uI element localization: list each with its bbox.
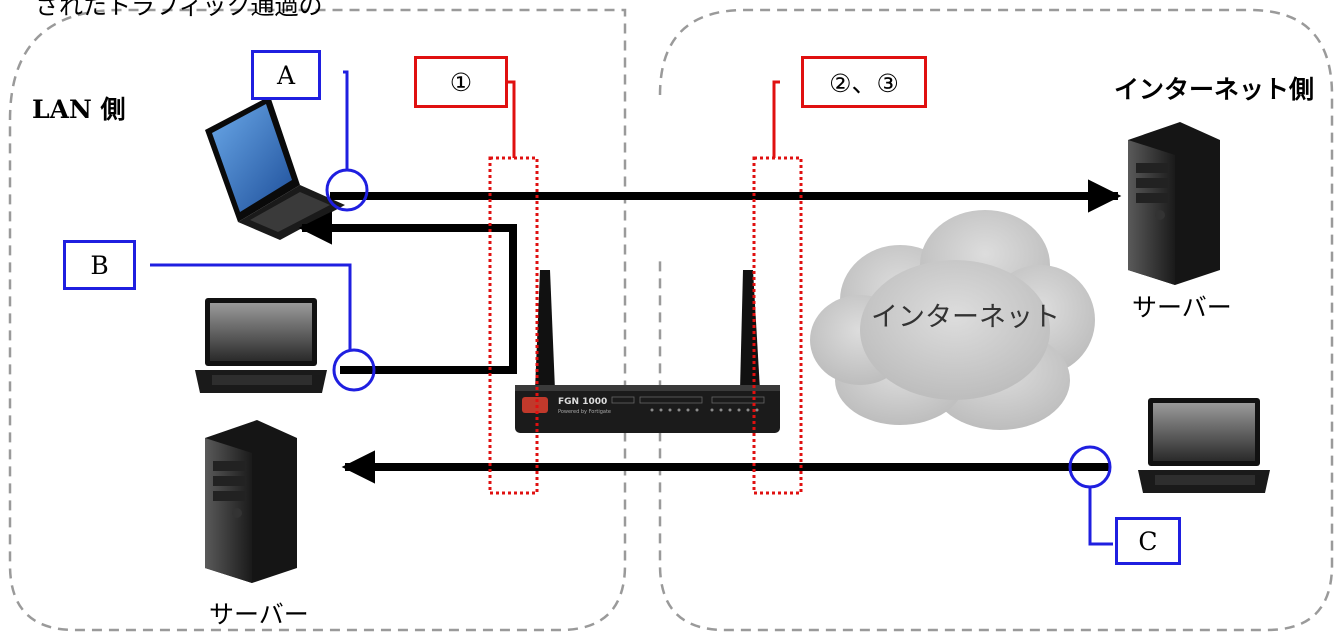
label-c-connector [1088, 487, 1113, 546]
router-subtitle-label: Powered by Fortigate [558, 409, 612, 415]
server-right-label: サーバー [1132, 293, 1232, 322]
policy-1-connector [508, 80, 516, 158]
internet-cloud-label: インターネット [871, 302, 1060, 333]
label-a-box: A [251, 50, 321, 100]
label-c-box: C [1115, 517, 1181, 565]
internet-zone-border [658, 8, 1334, 632]
policy-1-dotted-region [488, 156, 539, 495]
capture-point-a [325, 168, 369, 212]
capture-point-b [332, 348, 376, 392]
traffic-arrow-b-return [298, 211, 517, 374]
internet-zone-title: インターネット側 [1114, 75, 1315, 104]
server-left-label: サーバー [209, 600, 309, 629]
server-right-image [1128, 122, 1220, 285]
router-model-label: FGN 1000 [558, 397, 608, 407]
server-left-image [205, 420, 297, 583]
policy-1-label: ① [414, 56, 508, 108]
label-b-box: B [63, 240, 136, 290]
laptop-b-image [195, 298, 327, 393]
top-caption: されたトラフィック通過の [35, 0, 323, 20]
lan-zone-border [8, 8, 627, 632]
router-device [515, 385, 780, 433]
laptop-a-image [205, 96, 345, 240]
router-antenna-left [535, 270, 555, 390]
lan-zone-title: LAN 側 [32, 95, 126, 124]
label-b-connector [150, 263, 352, 350]
policy-2-3-label: ②、③ [801, 56, 927, 108]
internet-cloud [810, 210, 1095, 430]
laptop-c-image [1138, 398, 1270, 493]
label-a-connector [343, 70, 349, 170]
policy-2-3-dotted-region [752, 156, 803, 495]
policy-2-3-connector [772, 80, 780, 158]
router-antenna-right [740, 270, 760, 390]
